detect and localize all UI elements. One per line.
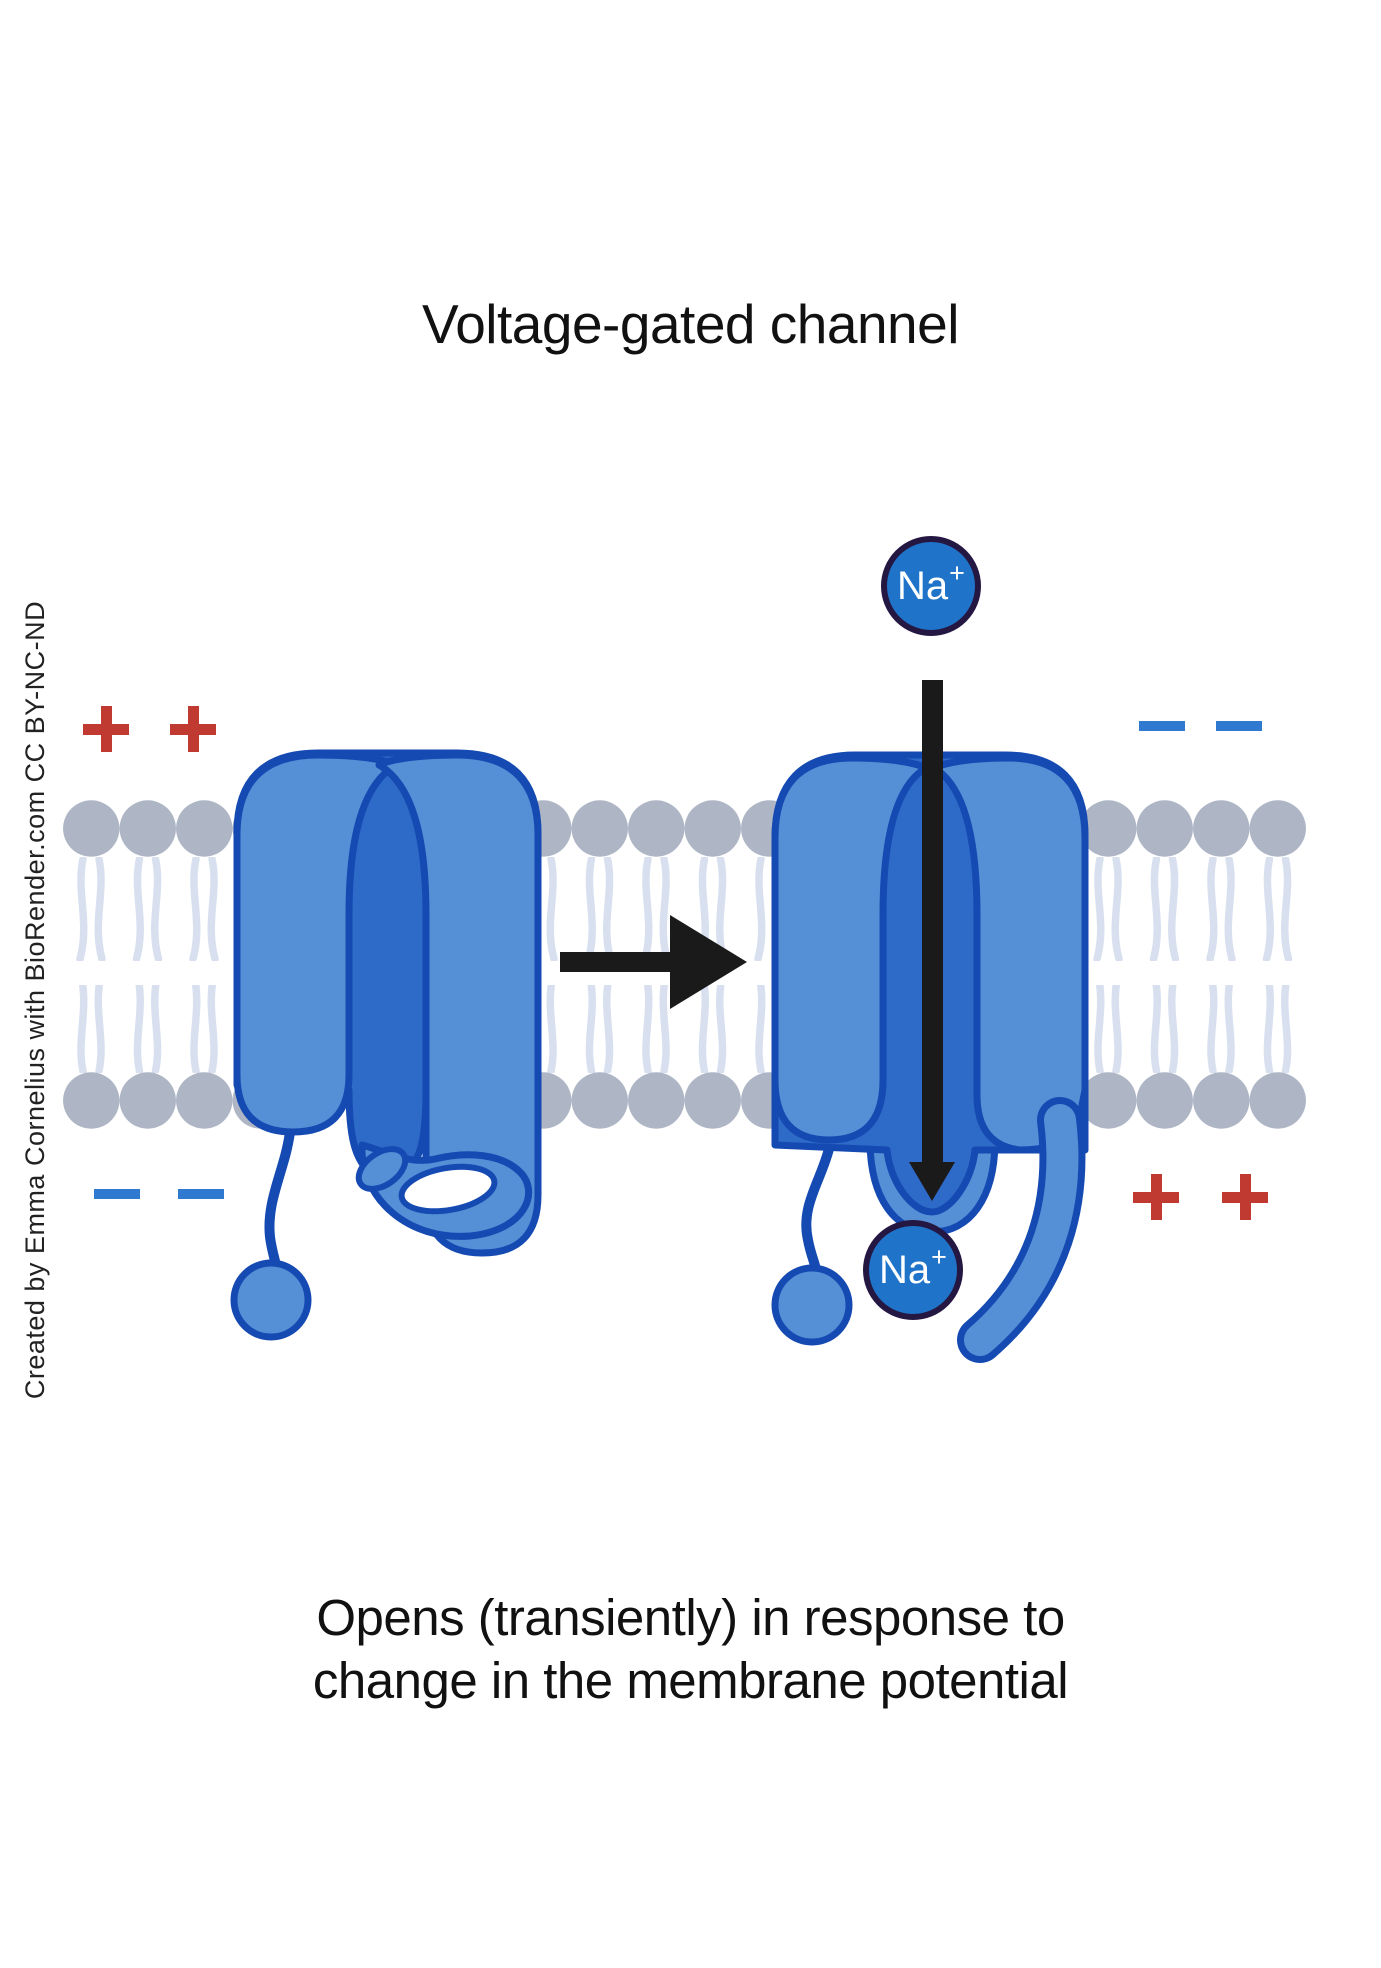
positive-charge-icon (83, 706, 129, 752)
transition-arrow-icon (560, 915, 747, 1009)
caption-line-1: Opens (transiently) in response to (316, 1589, 1065, 1646)
gate-tip (355, 1146, 409, 1192)
channel-closed-illustration (230, 749, 542, 1341)
sodium-ion-top: Na+ (881, 536, 981, 636)
positive-charge-icon (170, 706, 216, 752)
negative-charge-icon (1216, 721, 1262, 731)
ball-domain (230, 1259, 312, 1341)
sodium-ion-label: Na (879, 1247, 931, 1292)
ball-domain (771, 1264, 853, 1346)
sodium-ion-charge: + (931, 1241, 947, 1272)
positive-charge-icon (1222, 1174, 1268, 1220)
caption: Opens (transiently) in response to chang… (0, 1586, 1381, 1712)
sodium-ion-charge: + (949, 557, 965, 588)
page-title: Voltage-gated channel (422, 293, 959, 355)
caption-line-2: change in the membrane potential (312, 1652, 1069, 1709)
ion-flow-arrow-icon (909, 680, 955, 1201)
channel-subunit-left (771, 754, 930, 1144)
sodium-ion-label: Na (897, 563, 949, 608)
ball-chain-tether (801, 1143, 835, 1286)
positive-charge-icon (1133, 1174, 1179, 1220)
inactivation-loop-hole (398, 1163, 498, 1215)
negative-charge-icon (94, 1189, 140, 1199)
negative-charge-icon (1139, 721, 1185, 731)
channel-subunit-right (930, 754, 1089, 1154)
channel-subunit-left (233, 751, 400, 1136)
inactivation-tail (964, 1104, 1079, 1356)
credit-text: Created by Emma Cornelius with BioRender… (20, 600, 50, 1400)
sodium-ion-bottom: Na+ (863, 1220, 963, 1320)
channel-subunit-right (375, 751, 542, 1257)
negative-charge-icon (178, 1189, 224, 1199)
